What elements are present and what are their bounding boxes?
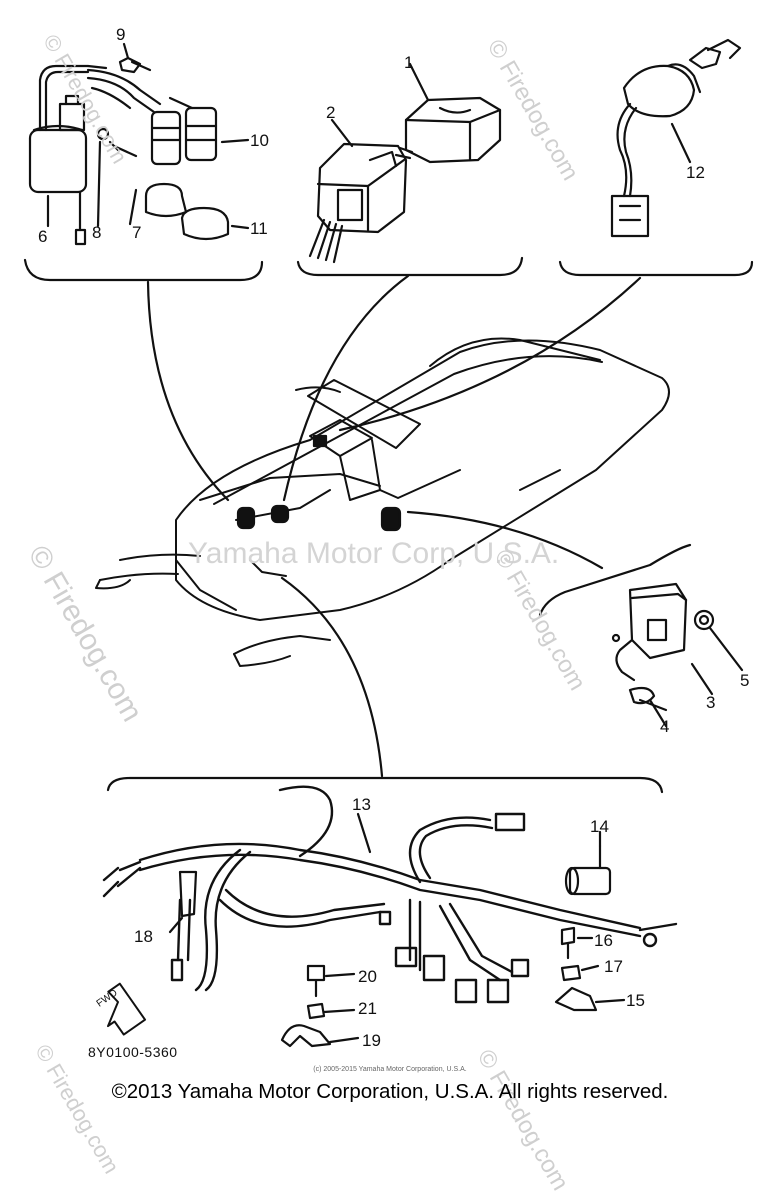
fwd-arrow: [107, 982, 147, 1036]
callout-4: 4: [660, 717, 670, 736]
callout-14: 14: [590, 817, 609, 836]
nut-17: [560, 964, 582, 982]
plug-caps: [86, 60, 218, 166]
wire-harness: [102, 785, 678, 1004]
nut-21: [306, 1002, 326, 1020]
snowmobile: [95, 337, 670, 667]
bolt-20: [306, 964, 326, 998]
bracket-rectifier-group: [538, 543, 692, 617]
machine-rectifier: [380, 506, 402, 532]
bracket-cdi-group: [296, 256, 524, 277]
callout-2: 2: [326, 103, 336, 122]
callout-11: 11: [250, 219, 268, 238]
parts-diagram: Yamaha Motor Corp, U.S.A. © Firedog.com …: [21, 25, 754, 1195]
leader-harness: [280, 576, 384, 778]
callout-19: 19: [362, 1031, 381, 1050]
clamp-15: [554, 986, 598, 1012]
callout-6: 6: [38, 227, 48, 246]
leader-cdi: [282, 274, 410, 502]
small-copyright: (c) 2005-2015 Yamaha Motor Corporation, …: [313, 1066, 467, 1073]
watermark-yamaha: Yamaha Motor Corp, U.S.A.: [188, 537, 560, 570]
bracket-switch-group: [558, 260, 754, 277]
callout-8: 8: [92, 223, 102, 242]
leader-rectifier: [406, 510, 604, 570]
callout-15: 15: [626, 991, 645, 1010]
cap-11b: [180, 206, 230, 241]
callout-7: 7: [132, 223, 142, 242]
leader-ignition: [146, 280, 230, 502]
cap-11a: [144, 182, 188, 218]
copyright-notice: ©2013 Yamaha Motor Corporation, U.S.A. A…: [111, 1080, 669, 1103]
callout-1: 1: [404, 53, 414, 72]
screw-7: [108, 140, 138, 158]
callout-13: 13: [352, 795, 371, 814]
callout-9: 9: [116, 25, 126, 44]
rectifier-regulator: [611, 582, 715, 712]
clip-9: [118, 56, 142, 74]
callout-16: 16: [594, 931, 613, 950]
bracket-harness-group: [106, 776, 664, 794]
callout-3: 3: [706, 693, 716, 712]
ignition-coil: [28, 64, 108, 246]
diagram-drawing: [23, 38, 754, 1048]
machine-cdi: [270, 504, 290, 524]
callout-12: 12: [686, 163, 705, 182]
callout-5: 5: [740, 671, 750, 690]
clamp-19: [280, 1024, 332, 1048]
machine-coil: [236, 506, 256, 530]
bracket-ignition-group: [23, 258, 264, 282]
callout-20: 20: [358, 967, 377, 986]
leader-switch: [338, 276, 642, 432]
callout-10: 10: [250, 131, 269, 150]
callout-17: 17: [604, 957, 623, 976]
igniter-2: [308, 142, 408, 264]
callout-21: 21: [358, 999, 377, 1018]
sleeve-14: [564, 844, 612, 896]
main-switch: [610, 38, 742, 238]
clip-18: [178, 870, 198, 918]
cdi-unit: [394, 96, 502, 164]
part-code: 8Y0100-5360: [88, 1044, 178, 1060]
machine-switch: [312, 434, 328, 448]
callout-18: 18: [134, 927, 153, 946]
washer-8: [96, 127, 110, 141]
bolt-16: [560, 926, 576, 960]
